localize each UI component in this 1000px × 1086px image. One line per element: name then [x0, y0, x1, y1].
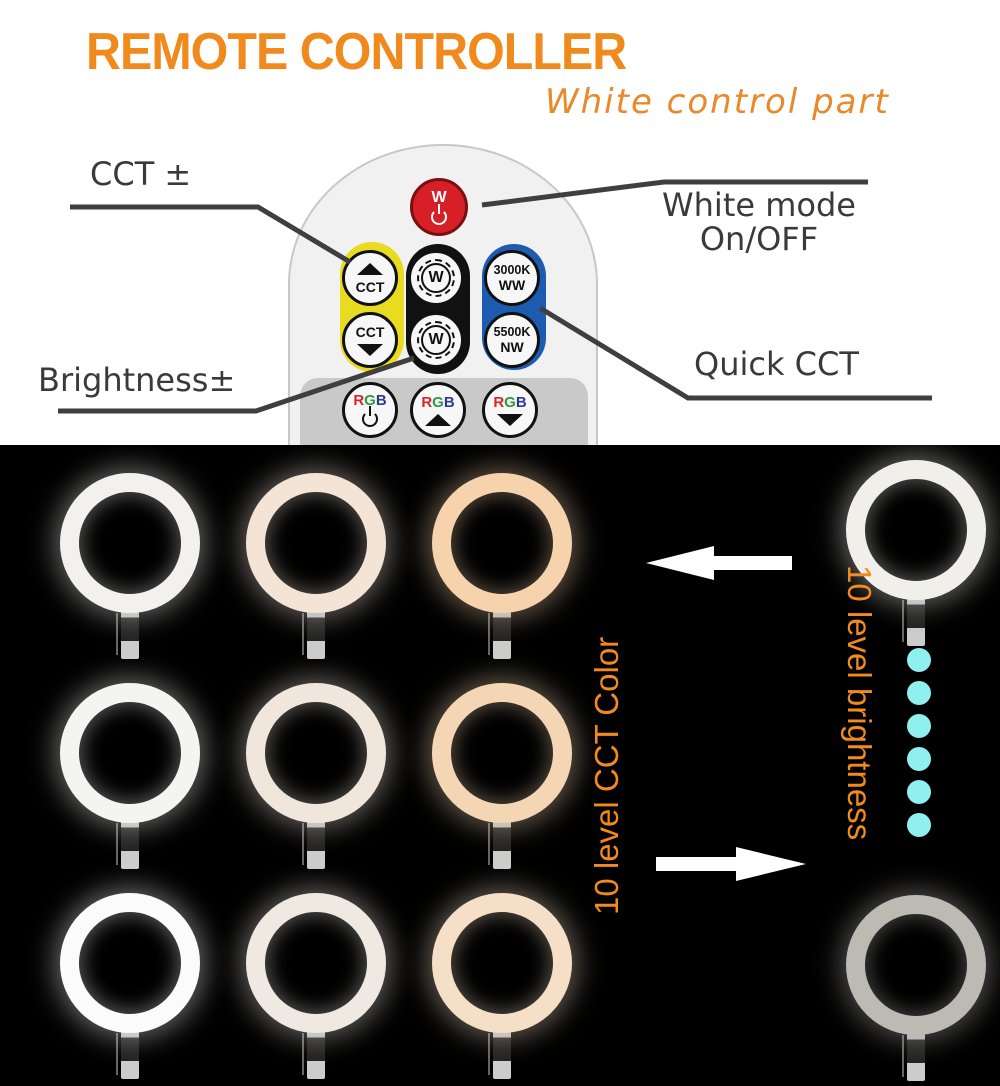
brightness-ring-low — [846, 895, 986, 1085]
triangle-down-icon — [497, 413, 523, 426]
brightness-up-button[interactable]: W — [408, 250, 464, 306]
arrow-left-icon — [646, 546, 792, 580]
brightness-level-dot — [907, 813, 931, 837]
preset-3000k-button[interactable]: 3000K WW — [484, 250, 540, 306]
triangle-up-icon — [357, 262, 383, 275]
ring-mount — [121, 611, 139, 659]
triangle-up-icon — [425, 413, 451, 426]
ring-mount — [493, 821, 511, 869]
cct-ring-light — [432, 683, 572, 873]
rgb-power-button[interactable]: RGB — [342, 382, 398, 438]
quick-cct-callout-label: Quick CCT — [694, 345, 859, 383]
ring-mount — [907, 1033, 925, 1081]
power-icon — [362, 406, 378, 427]
triangle-down-icon — [357, 343, 383, 356]
ring-cord — [302, 1033, 304, 1075]
cct-up-button[interactable]: CCT — [342, 250, 398, 306]
brightness-level-dot — [907, 648, 931, 672]
ring-cord — [488, 823, 490, 865]
ring-mount — [121, 821, 139, 869]
ring-mount — [307, 611, 325, 659]
brightness-callout-label: Brightness± — [38, 361, 236, 399]
rgb-up-button[interactable]: RGB — [410, 382, 466, 438]
cct-down-label: CCT — [355, 323, 385, 340]
ring-cord — [302, 823, 304, 865]
ring-cord — [902, 1035, 904, 1077]
brightness-level-dot — [907, 747, 931, 771]
cct-ring-light — [246, 473, 386, 663]
cct-ring-light — [60, 683, 200, 873]
ring-cord — [116, 823, 118, 865]
rgb-label: RGB — [421, 393, 455, 411]
brightness-level-dot — [907, 780, 931, 804]
ring-cord — [116, 613, 118, 655]
brightness-down-button[interactable]: W — [408, 312, 464, 368]
ring-mount — [307, 1031, 325, 1079]
cct-ring-light — [432, 473, 572, 663]
sun-w-icon: W — [417, 259, 455, 297]
brightness-level-dot — [907, 681, 931, 705]
page-subtitle: White control part — [545, 82, 890, 122]
ring-mount — [121, 1031, 139, 1079]
ring-light-icon — [246, 893, 386, 1033]
ring-light-icon — [60, 893, 200, 1033]
cct-ring-light — [60, 473, 200, 663]
preset-5500k-kelvin: 5500K — [493, 324, 531, 339]
preset-3000k-mode: WW — [498, 277, 526, 294]
ring-mount — [907, 598, 925, 646]
preset-5500k-mode: NW — [500, 339, 524, 356]
power-icon — [431, 203, 447, 225]
cct-ring-light — [432, 893, 572, 1083]
white-power-button[interactable]: W — [410, 178, 468, 236]
cct-color-label: 10 level CCT Color — [588, 636, 625, 915]
rgb-down-button[interactable]: RGB — [482, 382, 538, 438]
arrow-right-icon — [656, 847, 806, 881]
ring-light-icon — [432, 683, 572, 823]
ring-mount — [493, 611, 511, 659]
page-title: REMOTE CONTROLLER — [86, 23, 627, 81]
ring-mount — [493, 1031, 511, 1079]
cct-ring-light — [246, 893, 386, 1083]
sun-w-icon: W — [417, 321, 455, 359]
cct-down-button[interactable]: CCT — [342, 312, 398, 368]
rgb-label: RGB — [493, 393, 527, 411]
preset-3000k-kelvin: 3000K — [493, 262, 531, 277]
ring-light-icon — [60, 683, 200, 823]
ring-cord — [302, 613, 304, 655]
cct-ring-light — [246, 683, 386, 873]
ring-light-icon — [60, 473, 200, 613]
brightness-level-dot — [907, 714, 931, 738]
ring-cord — [488, 613, 490, 655]
ring-light-icon — [432, 893, 572, 1033]
ring-cord — [902, 600, 904, 642]
ring-light-icon — [432, 473, 572, 613]
brightness-label: 10 level brightness — [841, 565, 878, 841]
white-power-label: W — [431, 188, 447, 206]
preset-5500k-button[interactable]: 5500K NW — [484, 312, 540, 368]
ring-light-icon — [246, 683, 386, 823]
ring-mount — [307, 821, 325, 869]
ring-light-icon — [846, 895, 986, 1035]
cct-up-label: CCT — [355, 278, 385, 295]
ring-cord — [488, 1033, 490, 1075]
cct-ring-light — [60, 893, 200, 1083]
brightness-ring-high — [846, 460, 986, 650]
cct-callout-label: CCT ± — [90, 155, 192, 193]
ring-light-icon — [246, 473, 386, 613]
white-mode-callout-label: White mode On/OFF — [662, 186, 856, 258]
ring-cord — [116, 1033, 118, 1075]
